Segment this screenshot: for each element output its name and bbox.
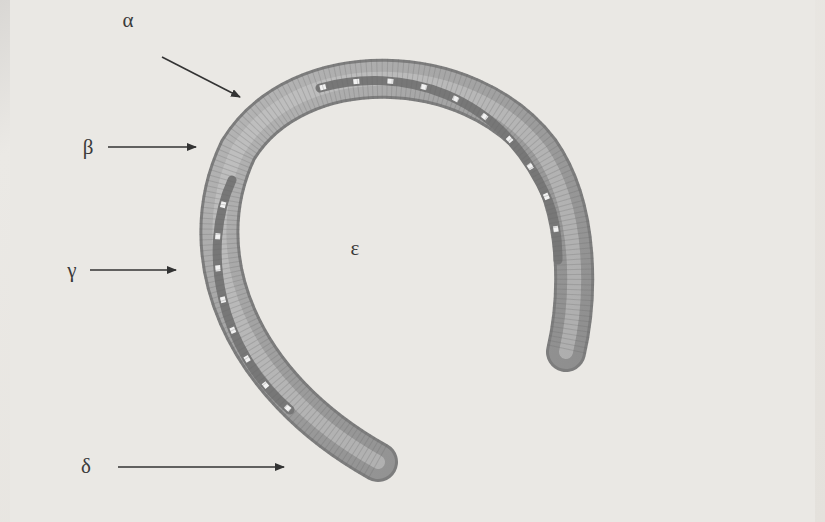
leader-arrow	[90, 269, 176, 271]
part-letter: γ	[67, 260, 76, 281]
leader-arrow	[118, 466, 284, 468]
leader-arrow	[162, 57, 240, 97]
part-letter: α	[122, 10, 133, 31]
leader-arrows	[90, 57, 284, 467]
paper-sheet	[10, 0, 815, 522]
part-letter: β	[83, 137, 94, 158]
part-letter: δ	[81, 456, 91, 477]
part-letter: ε	[351, 238, 360, 259]
leader-arrow	[108, 146, 196, 148]
horseshoe	[217, 79, 574, 462]
